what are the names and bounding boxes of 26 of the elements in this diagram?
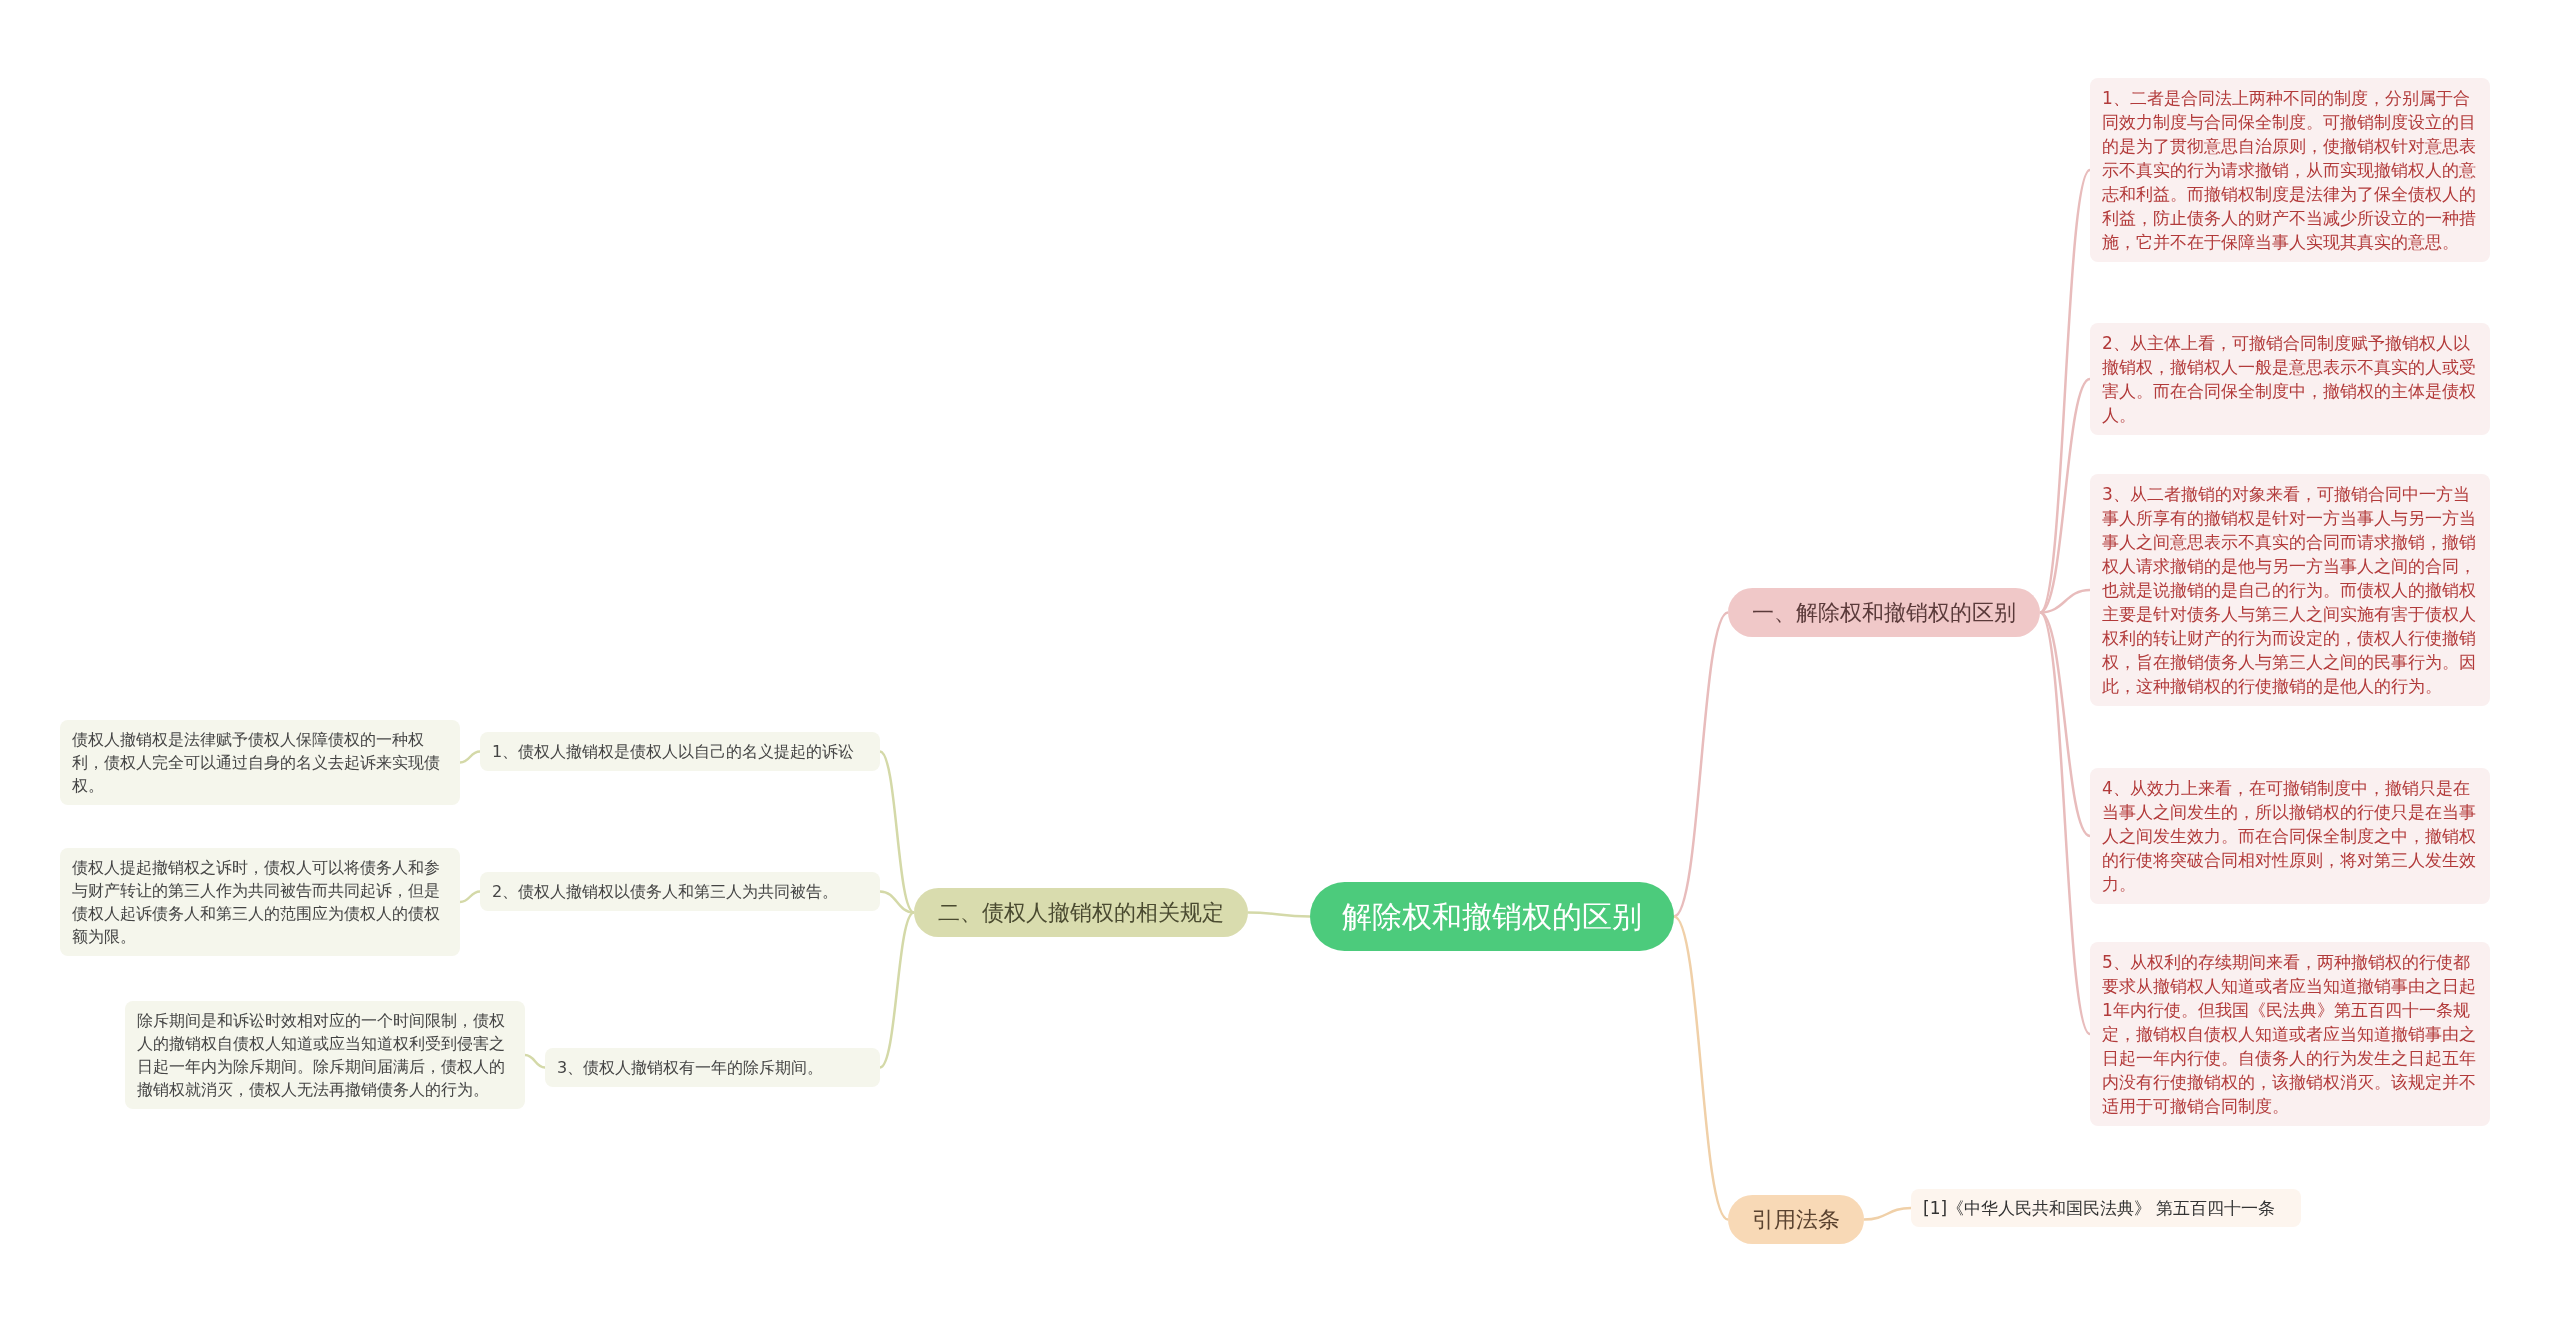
- connector-line: [1863, 1206, 1912, 1221]
- note-card: 债权人撤销权是法律赋予债权人保障债权的一种权利，债权人完全可以通过自身的名义去起诉来实现债权。: [60, 720, 460, 805]
- text-card: 3、从二者撤销的对象来看，可撤销合同中一方当事人所享有的撤销权是针对一方当事人与另一方当事人之间意思表示不真实的合同而请求撤销，撤销权人请求撤销的是他与另一方当事人之间的合同，也就是说撤销的是自己的行为。而债权人的撤销权主要是针对债务人与第三人之间实施有害于债权人权利的转让财产的行为而设定的，债权人行使撤销权，旨在撤销债务人与第三人之间的民事行为。因此，这种撤销权的行使撤销的是他人的行为。: [2090, 474, 2490, 706]
- connector-line: [879, 890, 915, 914]
- connector-line: [879, 911, 915, 1069]
- root-topic: 解除权和撤销权的区别: [1310, 882, 1674, 951]
- connector-line: [1673, 611, 1729, 918]
- subtopic-card: 3、债权人撤销权有一年的除斥期间。: [545, 1048, 880, 1087]
- text-card: 2、从主体上看，可撤销合同制度赋予撤销权人以撤销权，撤销权人一般是意思表示不真实的人或受害人。而在合同保全制度中，撤销权的主体是债权人。: [2090, 323, 2490, 435]
- reference-card: [1]《中华人民共和国民法典》 第五百四十一条: [1911, 1189, 2301, 1227]
- note-card: 除斥期间是和诉讼时效相对应的一个时间限制，债权人的撤销权自债权人知道或应当知道权利受到侵害之日起一年内为除斥期间。除斥期间届满后，债权人的撤销权就消灭，债权人无法再撤销债务人的行为。: [125, 1001, 525, 1109]
- connector-line: [1248, 911, 1310, 918]
- branch-topic: 引用法条: [1728, 1195, 1864, 1244]
- connector-line: [879, 750, 915, 914]
- note-card: 债权人提起撤销权之诉时，债权人可以将债务人和参与财产转让的第三人作为共同被告而共同起诉，但是债权人起诉债务人和第三人的范围应为债权人的债权额为限。: [60, 848, 460, 956]
- text-card: 4、从效力上来看，在可撤销制度中，撤销只是在当事人之间发生的，所以撤销权的行使只是在当事人之间发生效力。而在合同保全制度之中，撤销权的行使将突破合同相对性原则，将对第三人发生效力。: [2090, 768, 2490, 904]
- text-card: 5、从权利的存续期间来看，两种撤销权的行使都要求从撤销权人知道或者应当知道撤销事由之日起1年内行使。但我国《民法典》第五百四十一条规定，撤销权自债权人知道或者应当知道撤销事由之日起一年内行使。自债务人的行为发生之日起五年内没有行使撤销权的，该撤销权消灭。该规定并不适用于可撤销合同制度。: [2090, 942, 2490, 1126]
- connector-line: [1673, 915, 1729, 1221]
- text-card: 1、二者是合同法上两种不同的制度，分别属于合同效力制度与合同保全制度。可撤销制度设立的目的是为了贯彻意思自治原则，使撤销权针对意思表示不真实的行为请求撤销，从而实现撤销权人的意志和利益。而撤销权制度是法律为了保全债权人的利益，防止债务人的财产不当减少所设立的一种措施，它并不在于保障当事人实现其真实的意思。: [2090, 78, 2490, 262]
- branch-topic: 二、债权人撤销权的相关规定: [914, 888, 1248, 937]
- connector-line: [459, 890, 481, 904]
- branch-topic: 一、解除权和撤销权的区别: [1728, 588, 2040, 637]
- subtopic-card: 1、债权人撤销权是债权人以自己的名义提起的诉讼: [480, 732, 880, 771]
- connector-line: [459, 750, 481, 764]
- subtopic-card: 2、债权人撤销权以债务人和第三人为共同被告。: [480, 872, 880, 911]
- connector-line: [524, 1053, 546, 1069]
